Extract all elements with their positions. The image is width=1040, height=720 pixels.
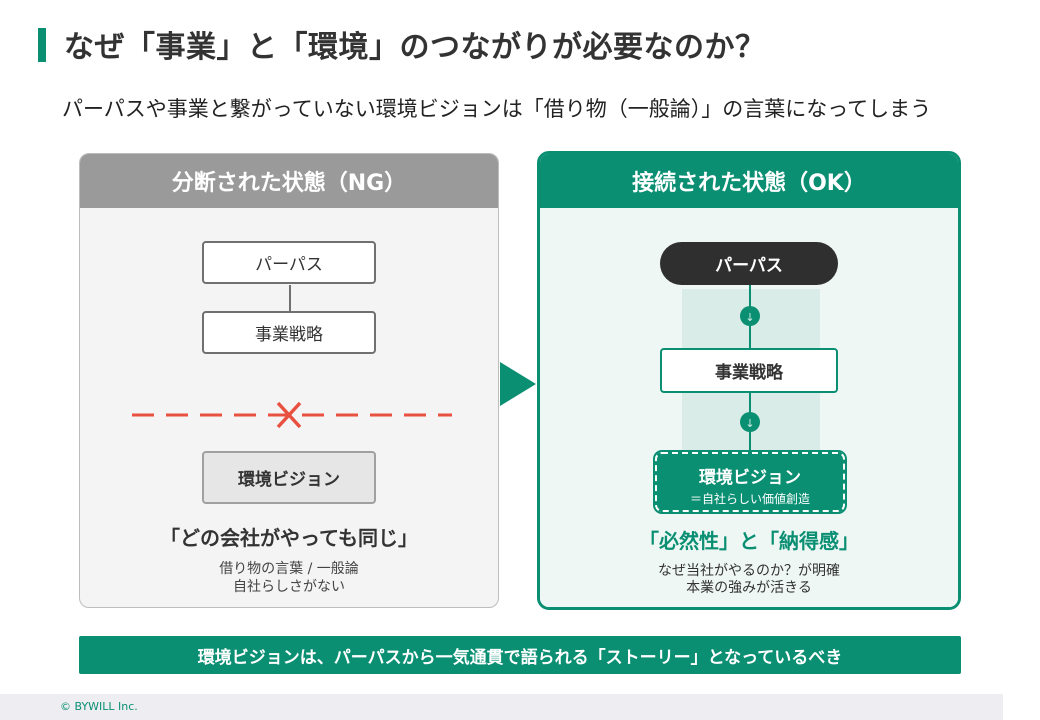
footer: © BYWILL Inc. [0,694,1003,720]
summary-banner: 環境ビジョンは、パーパスから一気通貫で語られる「ストーリー」となっているべき [79,636,961,674]
ok-strategy-box: 事業戦略 [660,348,838,393]
disconnect-line-icon [132,401,452,429]
ok-panel: 接続された状態（OK） パーパス ↓ 事業戦略 ↓ 環境ビジョン ＝自社らしい価… [537,151,961,610]
ok-vision-title: 環境ビジョン [699,468,801,488]
ok-quote: 「必然性」と「納得感」 [639,529,859,553]
ok-connector-line [749,285,751,315]
ng-purpose-box: パーパス [202,241,376,284]
ng-panel: 分断された状態（NG） パーパス 事業戦略 環境ビジョン 「どの会社がやっても同… [79,153,499,608]
title-accent-bar [38,28,46,62]
ok-connector-line [749,432,751,452]
ng-note-line1: 借り物の言葉 / 一般論 [219,561,359,577]
ok-note-line1: なぜ当社がやるのか？が明確 [658,563,840,579]
ng-quote: 「どの会社がやっても同じ」 [160,526,418,550]
ok-vision-subtitle: ＝自社らしい価値創造 [689,492,810,506]
ok-connector-line [749,393,751,423]
ng-strategy-box: 事業戦略 [202,311,376,354]
cross-icon [276,401,302,429]
ok-connector-line [749,326,751,348]
page-subtitle: パーパスや事業と繋がっていない環境ビジョンは「借り物（一般論）」の言葉になってし… [62,97,932,121]
ok-purpose-pill: パーパス [660,242,838,285]
ng-note-line2: 自社らしさがない [233,579,345,595]
ok-panel-heading: 接続された状態（OK） [540,154,958,208]
ok-vision-box: 環境ビジョン ＝自社らしい価値創造 [653,450,847,514]
ng-vision-box: 環境ビジョン [202,451,376,504]
ok-note-line2: 本業の強みが活きる [686,580,812,596]
page-title: なぜ「事業」と「環境」のつながりが必要なのか？ [64,30,766,65]
ng-connector-line [289,285,291,311]
copyright: © BYWILL Inc. [60,700,138,713]
ok-flow-arrow-icon: ↓ [740,412,760,432]
ok-flow-arrow-icon: ↓ [740,306,760,326]
transition-arrow-icon [500,362,536,406]
ng-panel-heading: 分断された状態（NG） [80,154,498,208]
